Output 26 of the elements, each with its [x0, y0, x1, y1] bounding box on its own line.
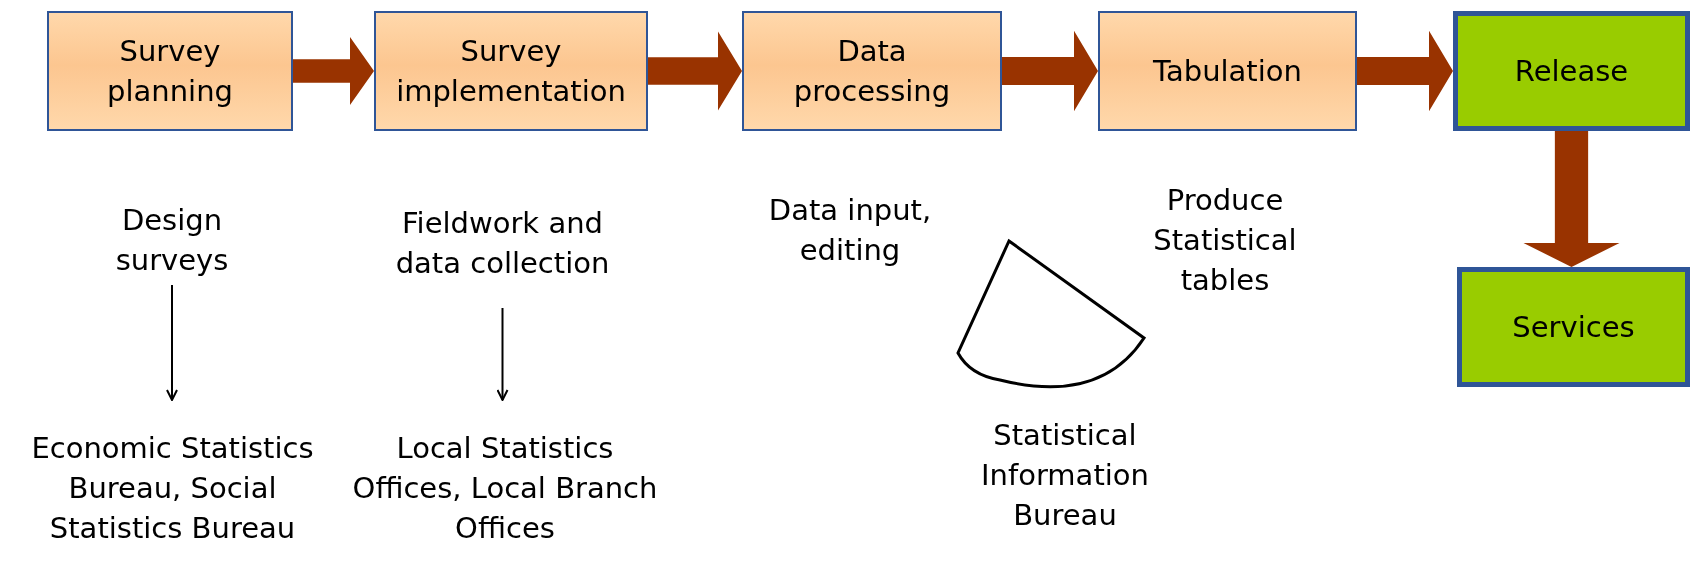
node-text: Survey implementation	[396, 33, 626, 110]
arrow	[496, 307, 509, 401]
node-text: Tabulation	[1153, 53, 1302, 90]
node-text: Survey planning	[106, 33, 234, 110]
block-arrow	[648, 31, 742, 111]
annotation-text: Statistical Information Bureau	[980, 417, 1150, 534]
process-box	[1098, 11, 1357, 131]
node-text: Economic Statistics Bureau, Social Statistics Bureau	[30, 429, 315, 547]
arrow	[166, 284, 178, 401]
output-box	[1457, 267, 1690, 387]
process-box	[374, 11, 648, 131]
annotation-text: Data input, editing	[767, 192, 933, 269]
block-arrow	[293, 37, 374, 105]
node-text: Services	[1512, 309, 1635, 346]
node-text: Design surveys	[114, 202, 230, 279]
node-text: Release	[1514, 53, 1629, 90]
process-box	[47, 11, 293, 131]
process-box	[742, 11, 1002, 131]
annotation-text: Produce Statistical tables	[1152, 182, 1298, 299]
node-text: Local Statistics Offices, Local Branch Offices	[351, 429, 659, 547]
block-arrow	[1523, 131, 1620, 267]
output-box	[1453, 11, 1690, 131]
block-arrow	[1002, 30, 1098, 112]
block-arrow	[1357, 30, 1453, 112]
node-text: Fieldwork and data collection	[394, 205, 611, 282]
node-text: Data processing	[792, 33, 952, 110]
